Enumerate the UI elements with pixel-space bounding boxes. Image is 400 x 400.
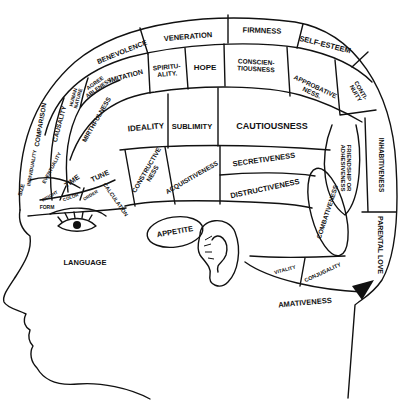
faculty-label: INDIVIDUALITY [26, 145, 39, 190]
faculty-label: FRIENDSHIP OR ADHESIVENESS [340, 134, 353, 202]
region-line [120, 146, 330, 151]
faculty-region: AMATIVENESS [267, 296, 342, 310]
faculty-label: APPROBATIVE NESS. [290, 74, 337, 105]
faculty-region: VITALITY [269, 263, 301, 276]
faculty-label: LANGUAGE [58, 259, 113, 267]
region-line [362, 118, 396, 212]
faculty-label: AMATIVENESS [267, 296, 342, 310]
faculty-region: FIRMNESS [234, 26, 289, 36]
faculty-label: CAUSALITY [50, 97, 71, 152]
ear-shading [204, 236, 214, 259]
faculty-region: BENEVOLENCE [95, 38, 149, 65]
faculty-label: CONTI- NUITY [346, 78, 370, 107]
faculty-label: SUBLIMITY [170, 123, 215, 131]
faculty-region: APPETITE [151, 224, 200, 240]
faculty-region: APPROBATIVE NESS. [290, 74, 337, 105]
faculty-label: SIZE [16, 179, 27, 202]
eyelashes [58, 212, 92, 222]
region-line [148, 44, 376, 115]
faculty-region: PARENTAL LOVE [376, 210, 383, 280]
faculty-label: IDEALITY [125, 122, 168, 134]
faculty-region: LANGUAGE [58, 259, 113, 267]
region-line [145, 213, 205, 251]
faculty-label: APPETITE [151, 224, 200, 240]
head-outline [19, 18, 397, 398]
pupil [73, 221, 81, 229]
faculty-region: HOPE [190, 64, 220, 72]
faculty-region: CONSTRUCTIVE NESS [130, 145, 169, 199]
faculty-label: PARENTAL LOVE [376, 210, 383, 280]
faculty-label: IMITATION [103, 67, 148, 86]
faculty-region: MIRTHFULNESS [79, 91, 116, 148]
faculty-region: SECRETIVENESS [226, 151, 301, 169]
eyebrow [50, 208, 106, 216]
faculty-region: INDIVIDUALITY [26, 145, 39, 190]
faculty-label: ACQUISITIVENESS [159, 157, 225, 199]
faculty-region: DISTRUCTIVENESS [223, 176, 308, 201]
faculty-label: VENERATION [158, 30, 218, 43]
faculty-label: SECRETIVENESS [226, 151, 301, 169]
faculty-region: CAUTIOUSNESS [230, 122, 315, 131]
faculty-region: FORM [36, 205, 58, 210]
faculty-label: CONSCIEN- TIOUSNESS [231, 58, 282, 74]
faculty-label: BENEVOLENCE [95, 38, 149, 65]
ear [198, 221, 239, 286]
faculty-region: ACQUISITIVENESS [159, 157, 225, 199]
region-line [220, 173, 315, 176]
faculty-label: TUNE [87, 167, 113, 184]
faculty-region: IMITATION [103, 67, 148, 86]
faculty-region: INHABITIVENESS [378, 125, 385, 205]
ear-curl [212, 236, 227, 272]
faculty-label: SELF-ESTEEM [297, 35, 352, 56]
faculty-label: DISTRUCTIVENESS [223, 176, 308, 201]
faculty-region: TUNE [87, 167, 113, 184]
faculty-region: CAUSALITY [50, 97, 71, 152]
faculty-region: SIZE [16, 179, 27, 202]
faculty-label: VITALITY [269, 263, 301, 276]
shaded-wedge [352, 280, 374, 300]
faculty-region: CONSCIEN- TIOUSNESS [231, 58, 282, 74]
face-profile [4, 210, 150, 399]
faculty-region: IDEALITY [125, 122, 168, 134]
region-line [28, 208, 362, 292]
faculty-label: MIRTHFULNESS [79, 91, 116, 148]
faculty-region: SPIRITU- ALITY. [150, 63, 183, 79]
faculty-region: FRIENDSHIP OR ADHESIVENESS [340, 134, 353, 202]
faculty-label: CAUTIOUSNESS [230, 122, 315, 131]
faculty-region: SUBLIMITY [170, 123, 215, 131]
faculty-label: SPIRITU- ALITY. [150, 63, 183, 79]
faculty-region: VENERATION [158, 30, 218, 43]
faculty-label: HOPE [190, 64, 220, 72]
faculty-label: INHABITIVENESS [378, 125, 385, 205]
faculty-region: CONTI- NUITY [346, 78, 370, 107]
faculty-label: FORM [36, 205, 58, 210]
faculty-label: CONSTRUCTIVE NESS [130, 145, 169, 199]
faculty-label: CONJUGALITY [300, 260, 346, 286]
faculty-region: CONJUGALITY [300, 260, 346, 286]
faculty-label: FIRMNESS [234, 26, 289, 36]
faculty-region: SELF-ESTEEM [297, 35, 352, 56]
region-line [125, 201, 312, 208]
eye [58, 219, 96, 232]
